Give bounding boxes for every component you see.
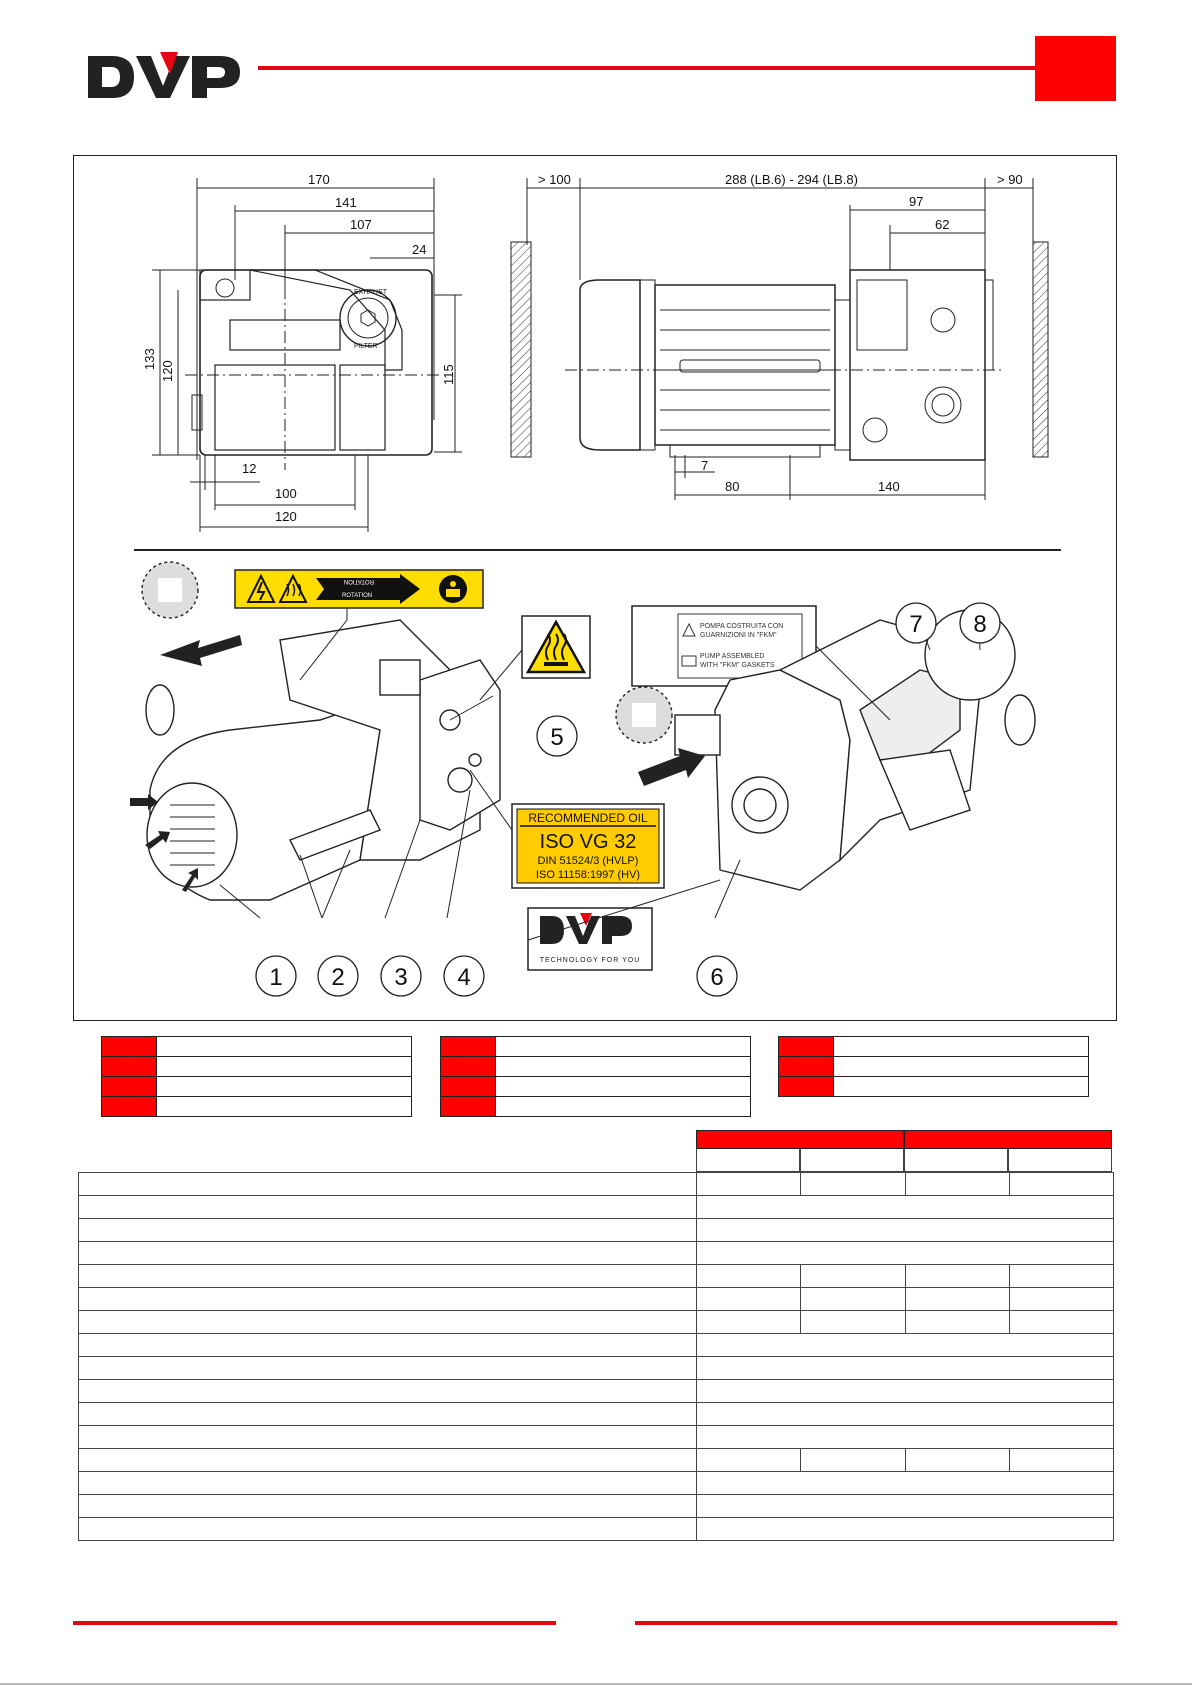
drawing-divider — [134, 549, 1061, 551]
pump-left-view — [141, 561, 501, 901]
gasket-en-line2: WITH "FKM" GASKETS — [700, 662, 775, 669]
callout-7: 7 — [909, 611, 922, 638]
dim-gap-right: > 90 — [997, 172, 1023, 187]
dim-80: 80 — [725, 479, 739, 494]
spec-row — [78, 1494, 1114, 1518]
callout-2: 2 — [331, 964, 344, 991]
header-rule — [258, 66, 1035, 70]
spec-row — [78, 1287, 1115, 1311]
oil-label-line1: RECOMMENDED OIL — [528, 811, 648, 825]
header-page-tab — [1035, 36, 1116, 101]
dim-170: 170 — [308, 172, 330, 187]
legend-table-1 — [101, 1036, 412, 1117]
front-view-drawing: 170 141 107 24 12 100 120 133 120 115 EX… — [142, 172, 462, 532]
oil-label-line4: ISO 11158:1997 (HV) — [536, 869, 640, 881]
spec-row — [78, 1218, 1114, 1242]
dim-24: 24 — [412, 242, 426, 257]
callout-1: 1 — [269, 964, 282, 991]
spec-row — [78, 1517, 1114, 1541]
hot-surface-warning-label — [521, 615, 591, 679]
dim-62: 62 — [935, 217, 949, 232]
legend-table-2 — [440, 1036, 751, 1117]
dim-120h: 120 — [275, 509, 297, 524]
oil-label-line3: DIN 51524/3 (HVLP) — [538, 855, 639, 867]
pump-right-view — [615, 609, 1036, 891]
dim-12: 12 — [242, 461, 256, 476]
callout-3: 3 — [394, 964, 407, 991]
filter-label-bottom: FILTER — [354, 343, 378, 350]
dvp-brand-label: TECHNOLOGY FOR YOU — [527, 907, 653, 971]
spec-table-header — [696, 1130, 1112, 1149]
spec-row — [78, 1333, 1114, 1357]
spec-row — [78, 1172, 1115, 1196]
callout-6: 6 — [710, 964, 723, 991]
gasket-en-line1: PUMP ASSEMBLED — [700, 653, 764, 660]
spec-row — [78, 1379, 1114, 1403]
spec-row — [78, 1448, 1115, 1472]
rotation-text-inverted: ROTATION — [344, 578, 374, 584]
dim-gap-left: > 100 — [538, 172, 571, 187]
spec-row — [78, 1471, 1114, 1495]
dim-97: 97 — [909, 194, 923, 209]
dim-7: 7 — [701, 458, 708, 473]
callout-8: 8 — [973, 611, 986, 638]
filter-label-top: EXHAUST — [354, 289, 388, 296]
dim-115: 115 — [441, 364, 456, 385]
side-view-drawing: > 100 288 (LB.6) - 294 (LB.8) > 90 97 62… — [510, 172, 1049, 500]
oil-label-line2: ISO VG 32 — [540, 831, 637, 853]
footer-rule-left — [73, 1621, 556, 1625]
gasket-it-line1: POMPA COSTRUITA CON — [700, 623, 783, 630]
recommended-oil-label: RECOMMENDED OIL ISO VG 32 DIN 51524/3 (H… — [511, 803, 665, 889]
spec-row — [78, 1425, 1114, 1449]
spec-table-subheader — [696, 1149, 1112, 1172]
footer-rule-right — [635, 1621, 1117, 1625]
rotation-text: ROTATION — [342, 593, 372, 599]
dim-141: 141 — [335, 195, 357, 210]
dim-133: 133 — [142, 348, 157, 370]
spec-table — [78, 1172, 1115, 1541]
callout-4: 4 — [457, 964, 470, 991]
dvp-tagline: TECHNOLOGY FOR YOU — [540, 957, 641, 964]
spec-row — [78, 1310, 1115, 1334]
dim-length: 288 (LB.6) - 294 (LB.8) — [725, 172, 858, 187]
dim-140: 140 — [878, 479, 900, 494]
spec-row — [78, 1264, 1115, 1288]
gasket-it-line2: GUARNIZIONI IN "FKM" — [700, 632, 777, 639]
spec-row — [78, 1241, 1114, 1265]
rotation-warning-label: ROTATION ROTATION — [234, 569, 484, 609]
technical-drawing-frame — [73, 155, 1117, 1021]
callout-5: 5 — [550, 724, 563, 751]
legend-table-3 — [778, 1036, 1089, 1097]
spec-row — [78, 1195, 1114, 1219]
dim-120v: 120 — [160, 360, 175, 382]
dvp-logo — [86, 50, 251, 105]
spec-row — [78, 1356, 1114, 1380]
page-bottom-edge — [0, 1683, 1192, 1685]
spec-row — [78, 1402, 1114, 1426]
dim-107: 107 — [350, 217, 372, 232]
pump-illustrations: ROTATION ROTATION POMPA COSTRUITA CON GU… — [130, 561, 1036, 997]
dim-100: 100 — [275, 486, 297, 501]
